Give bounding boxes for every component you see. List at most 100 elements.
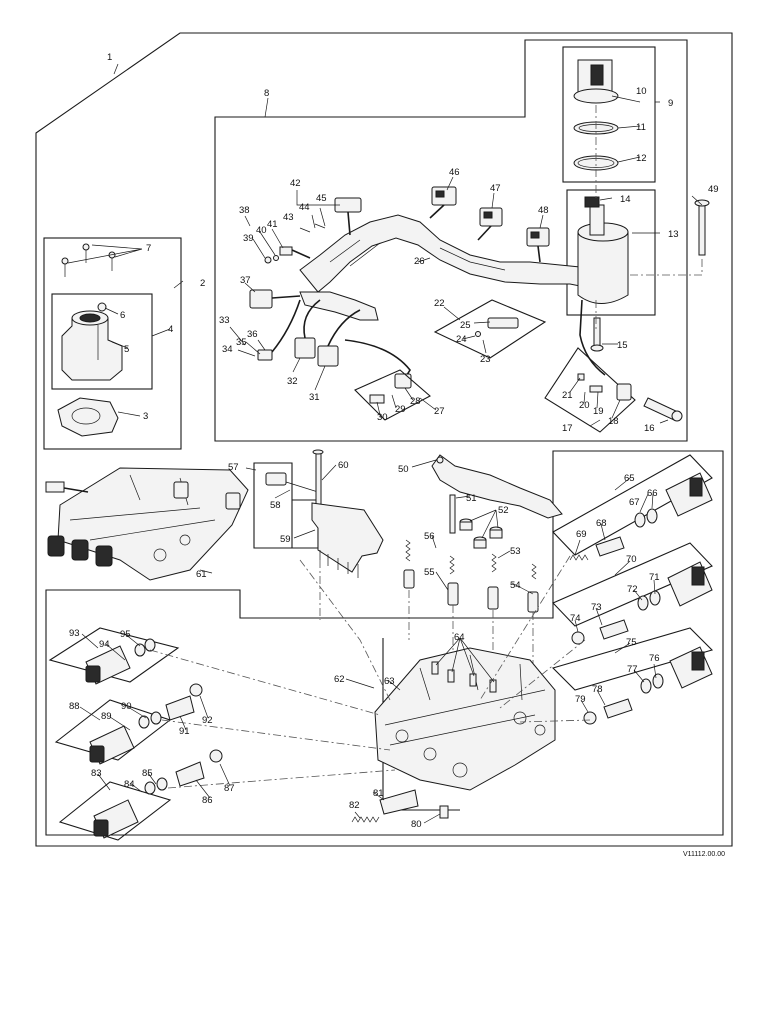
installation-axes: [149, 555, 591, 789]
callout-52: 52: [498, 505, 509, 516]
valve-spools-91-86: [165, 683, 223, 787]
callout-42: 42: [290, 178, 301, 189]
callout-94: 94: [99, 639, 110, 650]
selector-shaft-10: [573, 59, 619, 104]
callout-10: 10: [636, 86, 647, 97]
frame-group-13: [566, 189, 656, 316]
callout-54: 54: [510, 580, 521, 591]
callout-49: 49: [708, 184, 719, 195]
connector-45: [334, 197, 362, 236]
housing-5: [61, 310, 123, 381]
bolt-15: [590, 317, 604, 352]
solenoid-frame-75: [551, 627, 714, 691]
callout-13: 13: [668, 229, 679, 240]
callout-81: 81: [373, 788, 384, 799]
connector-47: [477, 207, 503, 241]
callout-25: 25: [460, 320, 471, 331]
callout-29: 29: [395, 404, 406, 415]
callout-70: 70: [626, 554, 637, 565]
callout-21: 21: [562, 390, 573, 401]
springs-56-53: [405, 539, 537, 580]
callout-93: 93: [69, 628, 80, 639]
callout-22: 22: [434, 298, 445, 309]
frame-group-2: [43, 237, 182, 450]
callout-32: 32: [287, 376, 298, 387]
connector-32: [294, 299, 321, 359]
bolt-set-7: [61, 243, 116, 277]
callout-84: 84: [124, 779, 135, 790]
callout-73: 73: [591, 602, 602, 613]
actuator-group: [573, 59, 710, 422]
spring-82: [351, 816, 380, 823]
callout-37: 37: [240, 275, 251, 286]
callout-62: 62: [334, 674, 345, 685]
solenoid-frame-70: [552, 542, 713, 627]
frame-group-8: [214, 39, 688, 442]
callout-95: 95: [120, 629, 131, 640]
callout-39: 39: [243, 233, 254, 244]
callout-41: 41: [267, 219, 278, 230]
wiring-harness-26: [249, 186, 636, 433]
bracket-27-box: [354, 369, 431, 421]
callout-80: 80: [411, 819, 422, 830]
bracket-22-box: [433, 299, 547, 359]
callout-83: 83: [91, 768, 102, 779]
callout-26: 26: [414, 256, 425, 267]
clip-39-40: [264, 255, 279, 264]
callout-18: 18: [608, 416, 619, 427]
connector-48: [526, 227, 550, 263]
callout-71: 71: [649, 572, 660, 583]
connector-46: [429, 186, 457, 219]
callout-9: 9: [668, 98, 673, 109]
spool-81: [379, 789, 419, 815]
callout-labels: 1 2 3 4 5 6 7 8 9 10 11 12 13 14 15 16 1…: [69, 52, 719, 830]
clip-41: [279, 246, 311, 259]
callout-12: 12: [636, 153, 647, 164]
connector-18: [616, 383, 632, 401]
callout-78: 78: [592, 684, 603, 695]
callout-66: 66: [647, 488, 658, 499]
valve-body-bores: [395, 711, 546, 778]
callout-53: 53: [510, 546, 521, 557]
callout-35: 35: [236, 337, 247, 348]
valve-body-62: [374, 647, 556, 791]
callout-24: 24: [456, 334, 467, 345]
callout-23: 23: [480, 354, 491, 365]
callout-28: 28: [410, 396, 421, 407]
bolt-49: [694, 199, 710, 256]
solenoid-valve-66: [665, 472, 713, 517]
solenoid-stubs: [47, 481, 241, 567]
valve-spools-68-73-78: [569, 536, 633, 725]
callout-50: 50: [398, 464, 409, 475]
callout-19: 19: [593, 406, 604, 417]
oring-sets-right: [634, 508, 664, 694]
callout-58: 58: [270, 500, 281, 511]
frame-group-9: [562, 46, 656, 183]
callout-38: 38: [239, 205, 250, 216]
callout-40: 40: [256, 225, 267, 236]
group-frames: [35, 32, 733, 847]
callout-1: 1: [107, 52, 112, 63]
solenoid-frame-65: [552, 454, 713, 556]
frame-group-4: [51, 293, 153, 390]
frame-group-61: [45, 450, 724, 836]
callout-7: 7: [146, 243, 151, 254]
solenoid-valve-89: [89, 725, 135, 765]
callout-48: 48: [538, 205, 549, 216]
callout-76: 76: [649, 653, 660, 664]
callout-30: 30: [377, 412, 388, 423]
callout-63: 63: [384, 676, 395, 687]
callout-75: 75: [626, 637, 637, 648]
callout-3: 3: [143, 411, 148, 422]
callout-2: 2: [200, 278, 205, 289]
plugs-52: [459, 518, 503, 549]
callout-31: 31: [309, 392, 320, 403]
connector-pigtail: [45, 481, 89, 493]
callout-85: 85: [142, 768, 153, 779]
callout-90: 90: [121, 701, 132, 712]
harness-wire-to-sensor: [344, 339, 411, 379]
sensor-25: [475, 317, 519, 337]
callout-51: 51: [466, 493, 477, 504]
callout-6: 6: [120, 310, 125, 321]
lever-16: [643, 397, 683, 422]
